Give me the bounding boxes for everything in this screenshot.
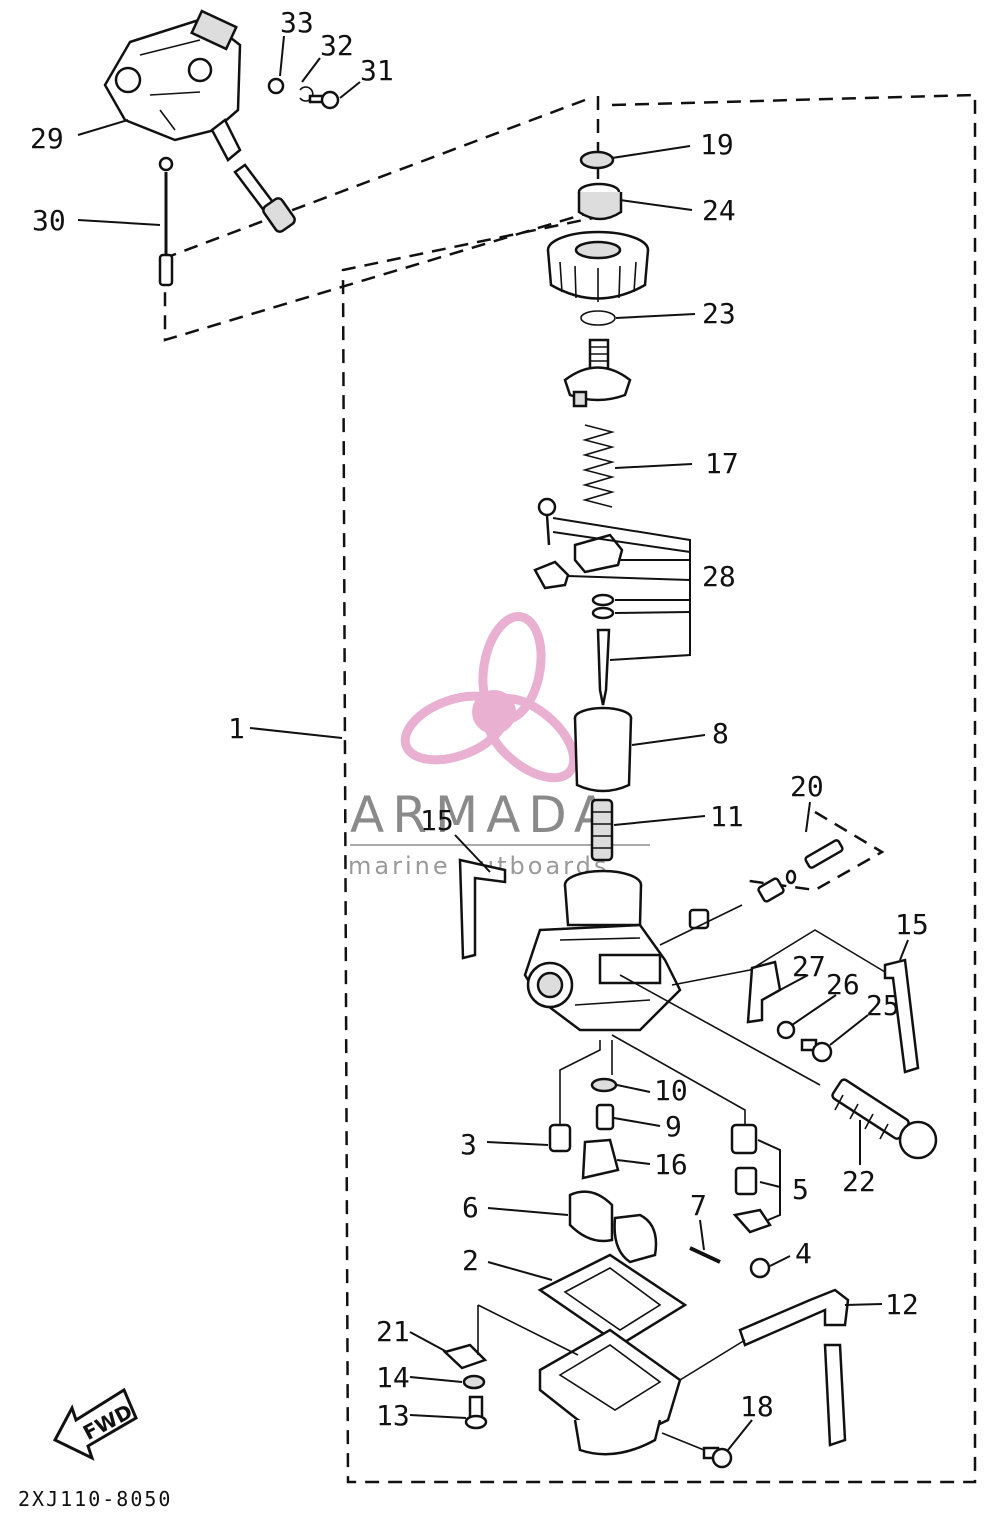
mixing-chamber-top: [546, 230, 650, 302]
diagram-code: 2XJ110-8050: [18, 1487, 172, 1511]
part-28-needle-clip-set: [533, 497, 691, 706]
callout-28: 28: [702, 560, 736, 593]
callout-26: 26: [826, 968, 860, 1001]
part-4-drain-screw: [749, 1257, 771, 1279]
part-19-washer: [579, 150, 615, 170]
callout-14: 14: [376, 1361, 410, 1394]
part-7-float-pin: [689, 1246, 721, 1264]
part-13-screw: [464, 1395, 488, 1430]
callout-13: 13: [376, 1399, 410, 1432]
fwd-arrow-icon: FWD: [52, 1387, 138, 1461]
callout-6: 6: [462, 1191, 479, 1224]
propeller-logo: [400, 612, 579, 783]
callout-9: 9: [665, 1110, 682, 1143]
part-10-washer: [590, 1077, 618, 1093]
part-9-main-jet: [595, 1103, 615, 1131]
spring-seat: [563, 338, 632, 408]
callout-16: 16: [654, 1148, 688, 1181]
callout-15-left: 15: [420, 804, 454, 837]
callout-12: 12: [885, 1288, 919, 1321]
callout-10: 10: [654, 1074, 688, 1107]
callout-22: 22: [842, 1165, 876, 1198]
callout-33: 33: [280, 6, 314, 39]
callout-32: 32: [320, 29, 354, 62]
callout-24: 24: [702, 194, 736, 227]
part-3-pilot-jet: [548, 1123, 572, 1153]
part-22-throttle-stop-screw: [831, 1078, 938, 1160]
part-6-float: [568, 1190, 658, 1264]
part-15-vent-tube-right: [883, 958, 920, 1074]
relation-lines: [477, 904, 886, 1451]
callout-21: 21: [376, 1315, 410, 1348]
part-11-jet-needle-spring: [590, 798, 614, 862]
part-24-cable-adjuster: [577, 182, 623, 221]
watermark-brand: ARMADA: [350, 786, 616, 844]
part-17-spring: [582, 424, 615, 508]
part-26-washer: [776, 1020, 796, 1040]
callout-labels: 33 32 31 29 30 19 24 23 17 28 1 8 11 20 …: [30, 6, 929, 1432]
callout-5: 5: [792, 1173, 809, 1206]
callout-25: 25: [866, 989, 900, 1022]
callout-15-right: 15: [895, 908, 929, 941]
callout-11: 11: [710, 800, 744, 833]
part-25-screw: [800, 1038, 833, 1063]
callout-23: 23: [702, 297, 736, 330]
part-2-float-bowl-gasket: [537, 1253, 688, 1347]
callout-30: 30: [32, 204, 66, 237]
part-23-o-ring: [580, 310, 616, 326]
callout-8: 8: [712, 717, 729, 750]
part-12-overflow-tube: [738, 1288, 850, 1447]
callout-17: 17: [705, 447, 739, 480]
part-21-clamp: [442, 1343, 488, 1370]
part-29-starter-housing: [103, 9, 296, 233]
callout-31: 31: [360, 54, 394, 87]
part-14-washer: [462, 1374, 486, 1390]
part-16-jet-holder: [581, 1138, 620, 1180]
part-18-bowl-screw: [702, 1446, 733, 1469]
leader-lines: [77, 35, 909, 1451]
callout-7: 7: [690, 1189, 707, 1222]
part-30-cable-rod: [158, 156, 174, 287]
float-bowl: [538, 1328, 682, 1456]
callout-4: 4: [795, 1237, 812, 1270]
parts-31-33-screw-set: [267, 77, 340, 110]
callout-3: 3: [460, 1128, 477, 1161]
callout-1: 1: [228, 712, 245, 745]
part-5-needle-valve-set: [730, 1123, 772, 1234]
callout-29: 29: [30, 122, 64, 155]
callout-19: 19: [700, 128, 734, 161]
part-8-throttle-valve: [573, 706, 633, 793]
callout-2: 2: [462, 1244, 479, 1277]
carburetor-body: [523, 869, 682, 1032]
callout-27: 27: [792, 950, 826, 983]
callout-18: 18: [740, 1390, 774, 1423]
callout-20: 20: [790, 770, 824, 803]
part-15-vent-tube-left: [458, 858, 507, 960]
part-27-bracket: [746, 960, 782, 1024]
